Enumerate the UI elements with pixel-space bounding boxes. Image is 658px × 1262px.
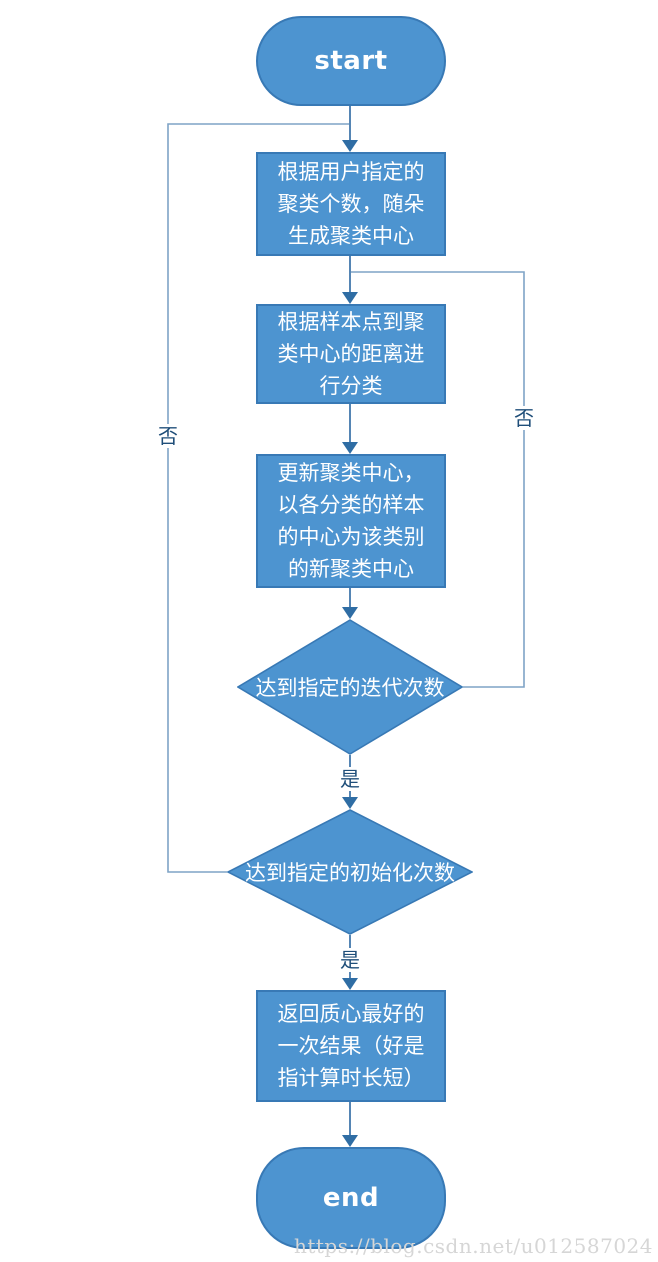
process-classify-samples-label: 根据样本点到聚 类中心的距离进 行分类 xyxy=(277,310,425,398)
process-return-result-label: 返回质心最好的 一次结果（好是 指计算时长短） xyxy=(277,1002,425,1090)
arrowhead-into-end xyxy=(342,1135,358,1147)
decision-iteration-count-label: 达到指定的迭代次数 xyxy=(255,676,445,700)
arrowhead-into-init xyxy=(342,140,358,152)
arrowhead-into-initcheck xyxy=(342,797,358,809)
decision-iteration-count-shape xyxy=(237,619,463,755)
process-init-centers-label: 根据用户指定的 聚类个数，随朵 生成聚类中心 xyxy=(277,160,425,248)
arrowhead-into-classify xyxy=(342,292,358,304)
decision-iteration-count: 达到指定的迭代次数 xyxy=(237,619,463,755)
decision-initialization-count-label: 达到指定的初始化次数 xyxy=(245,861,455,885)
process-return-result: 返回质心最好的 一次结果（好是 指计算时长短） xyxy=(256,990,446,1102)
decision-initialization-count: 达到指定的初始化次数 xyxy=(227,809,473,935)
process-classify-samples: 根据样本点到聚 类中心的距离进 行分类 xyxy=(256,304,446,404)
process-init-centers: 根据用户指定的 聚类个数，随朵 生成聚类中心 xyxy=(256,152,446,256)
edge-label-no-iteration: 否 xyxy=(511,406,537,430)
process-update-centers-label: 更新聚类中心， 以各分类的样本 的中心为该类别 的新聚类中心 xyxy=(277,461,425,581)
start-node: start xyxy=(256,16,446,106)
watermark-url: https://blog.csdn.net/u012587024 xyxy=(293,1234,653,1258)
edge-label-yes-initialization: 是 xyxy=(337,948,363,972)
arrowhead-into-result xyxy=(342,978,358,990)
end-label: end xyxy=(322,1183,380,1213)
start-label: start xyxy=(314,46,388,76)
end-node: end xyxy=(256,1147,446,1249)
process-update-centers: 更新聚类中心， 以各分类的样本 的中心为该类别 的新聚类中心 xyxy=(256,454,446,588)
decision-initialization-count-shape xyxy=(227,809,473,935)
edge-label-yes-iteration: 是 xyxy=(337,767,363,791)
arrowhead-into-itercheck xyxy=(342,607,358,619)
edge-label-no-initialization: 否 xyxy=(155,424,181,448)
arrowhead-into-update xyxy=(342,442,358,454)
